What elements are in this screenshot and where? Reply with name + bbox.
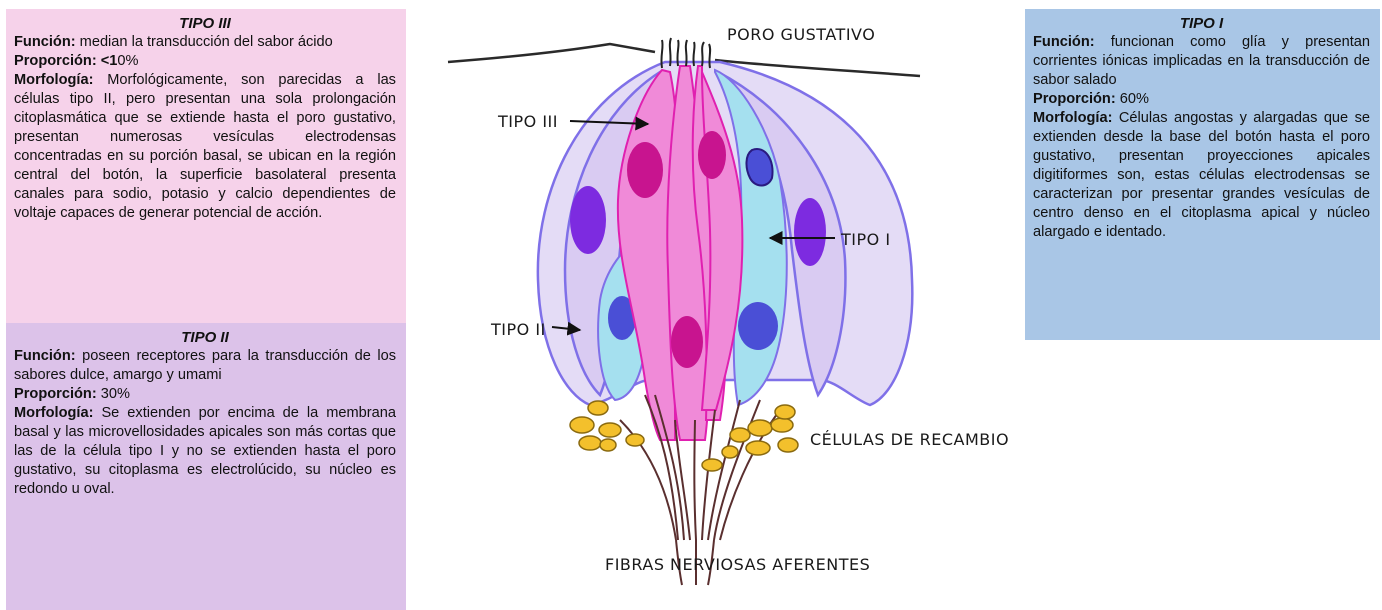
tipo3-funcion: Función: median la transducción del sabo… [14, 33, 396, 52]
tipo3-nucleus-right [698, 131, 726, 179]
tipo1-funcion-label: Función: [1033, 34, 1095, 50]
tipo1-proporcion: Proporción: 60% [1033, 90, 1370, 109]
tipo1-panel: TIPO I Función: funcionan como glía y pr… [1025, 9, 1380, 340]
label-celulas-recambio: CÉLULAS DE RECAMBIO [810, 430, 1009, 449]
tipo2-title: TIPO II [14, 329, 396, 347]
tipo3-nucleus-left [627, 142, 663, 198]
tipo3-nucleus-center [671, 316, 703, 368]
tipo1-morfologia-text: Células angostas y alargadas que se exti… [1033, 110, 1370, 240]
label-tipo2: TIPO II [490, 320, 546, 339]
tipo1-morfologia: Morfología: Células angostas y alargadas… [1033, 109, 1370, 242]
tipo3-morfologia-label: Morfología: [14, 72, 93, 88]
tipo3-title: TIPO III [14, 15, 396, 33]
tipo1-funcion: Función: funcionan como glía y presentan… [1033, 33, 1370, 90]
taste-bud-diagram: PORO GUSTATIVO TIPO III TIPO I TIPO II C… [440, 0, 1020, 600]
tipo3-morfologia-text: Morfológicamente, son parecidas a las cé… [14, 72, 396, 221]
tipo3-funcion-text: median la transducción del sabor ácido [80, 34, 333, 50]
tipo3-proporcion-value: 0% [117, 53, 138, 69]
tipo3-proporcion: Proporción: <10% [14, 52, 396, 71]
label-tipo3: TIPO III [497, 112, 558, 131]
label-tipo1: TIPO I [840, 230, 891, 249]
tipo2-proporcion: Proporción: 30% [14, 385, 396, 404]
tipo2-funcion: Función: poseen receptores para la trans… [14, 347, 396, 385]
tipo2-morfologia: Morfología: Se extienden por encima de l… [14, 404, 396, 499]
tipo3-proporcion-label: Proporción: <1 [14, 53, 117, 69]
tipo1-proporcion-value: 60% [1120, 91, 1149, 107]
tipo3-morfologia: Morfología: Morfológicamente, son pareci… [14, 71, 396, 223]
tipo1-proporcion-label: Proporción: [1033, 91, 1116, 107]
tipo2-morfologia-label: Morfología: [14, 405, 93, 421]
label-fibras-nerviosas: FIBRAS NERVIOSAS AFERENTES [605, 555, 870, 574]
tipo3-funcion-label: Función: [14, 34, 76, 50]
right-support-nucleus [794, 198, 826, 266]
tipo1-morfologia-label: Morfología: [1033, 110, 1112, 126]
label-poro-gustativo: PORO GUSTATIVO [727, 25, 875, 44]
tipo2-proporcion-label: Proporción: [14, 386, 97, 402]
tipo2-funcion-label: Función: [14, 348, 76, 364]
tipo1-title: TIPO I [1033, 15, 1370, 33]
tipo2-proporcion-value: 30% [101, 386, 130, 402]
tipo2-panel: TIPO II Función: poseen receptores para … [6, 323, 406, 610]
tipo1-nucleus-bottom [738, 302, 778, 350]
tipo3-panel: TIPO III Función: median la transducción… [6, 9, 406, 323]
left-support-nucleus [570, 186, 606, 254]
